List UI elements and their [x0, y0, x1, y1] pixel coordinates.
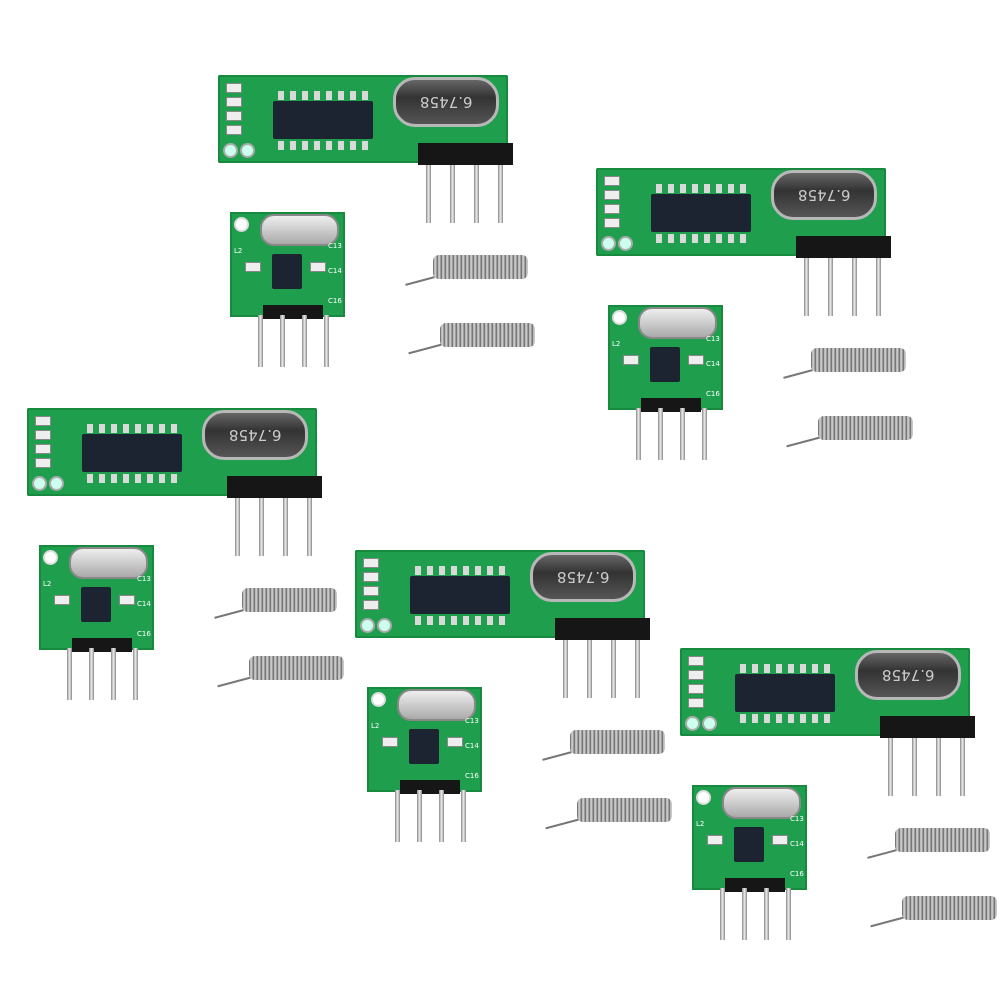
crystal-oscillator: 6.7458: [393, 77, 499, 127]
pin-header: [227, 476, 322, 498]
antenna-spring: [811, 348, 906, 372]
transmitter-module: L2 C13 C14 C16: [230, 212, 345, 317]
receiver-ic: [82, 434, 182, 472]
transmitter-crystal: [260, 214, 339, 246]
rf-module-set: 6.7458 L2 C13 C14 C16: [218, 75, 548, 405]
receiver-ic: [273, 101, 373, 139]
receiver-ic: [410, 576, 510, 614]
transmitter-crystal: [722, 787, 801, 819]
crystal-oscillator: 6.7458: [530, 552, 636, 602]
pin-header: [418, 143, 513, 165]
crystal-oscillator: 6.7458: [202, 410, 308, 460]
transmitter-module: L2 C13 C14 C16: [39, 545, 154, 650]
antenna-spring: [577, 798, 672, 822]
antenna-spring: [895, 828, 990, 852]
pin-header: [796, 236, 891, 258]
receiver-ic: [735, 674, 835, 712]
transmitter-crystal: [638, 307, 717, 339]
pin-header: [880, 716, 975, 738]
antenna-spring: [902, 896, 997, 920]
antenna-spring: [249, 656, 344, 680]
transmitter-crystal: [69, 547, 148, 579]
transmitter-module: L2 C13 C14 C16: [692, 785, 807, 890]
rf-module-set: 6.7458 L2 C13 C14 C16: [355, 550, 685, 880]
rf-module-set: 6.7458 L2 C13 C14 C16: [596, 168, 926, 498]
rf-module-set: 6.7458 L2 C13 C14 C16: [680, 648, 1000, 978]
transmitter-module: L2 C13 C14 C16: [367, 687, 482, 792]
transmitter-module: L2 C13 C14 C16: [608, 305, 723, 410]
antenna-spring: [440, 323, 535, 347]
antenna-spring: [433, 255, 528, 279]
transmitter-crystal: [397, 689, 476, 721]
receiver-ic: [651, 194, 751, 232]
crystal-oscillator: 6.7458: [771, 170, 877, 220]
antenna-spring: [242, 588, 337, 612]
receiver-module: 6.7458: [680, 648, 970, 736]
antenna-spring: [818, 416, 913, 440]
rf-module-set: 6.7458 L2 C13 C14 C16: [27, 408, 357, 738]
crystal-oscillator: 6.7458: [855, 650, 961, 700]
pin-header: [555, 618, 650, 640]
antenna-spring: [570, 730, 665, 754]
receiver-module: 6.7458: [218, 75, 508, 163]
